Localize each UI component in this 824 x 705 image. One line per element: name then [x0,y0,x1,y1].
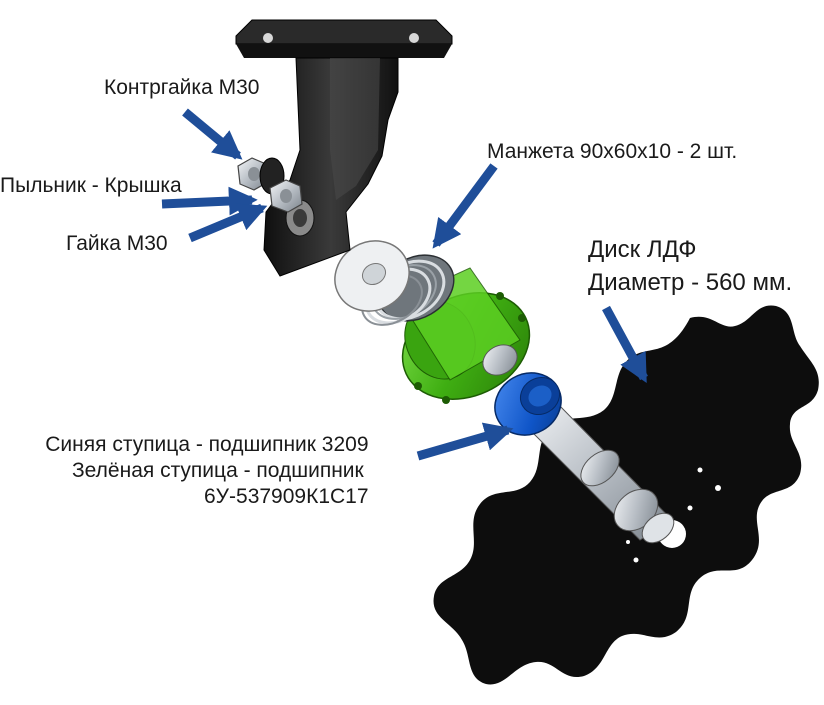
callout-arrows [161,108,648,461]
arrow-icon [188,203,268,243]
nut-m30 [269,179,303,213]
disc-bolt-hole [633,557,639,563]
disc-bolt-hole [697,467,703,473]
label-green-hub: Зелёная ступица - подшипник [72,459,364,482]
label-disc-name: Диск ЛДФ [588,236,697,263]
label-hubs: Синяя ступица - подшипник 3209 Зелёная с… [38,432,369,510]
label-counter-nut: Контргайка М30 [104,76,260,99]
disc-bolt-hole [626,540,630,544]
mounting-bracket [235,19,453,277]
label-disc: Диск ЛДФ Диаметр - 560 мм. [588,233,792,299]
arrow-icon [182,108,243,160]
label-disc-diameter: Диаметр - 560 мм. [588,269,793,296]
blue-hub [494,372,562,436]
label-nut: Гайка М30 [66,232,168,255]
label-cuff: Манжета 90x60x10 - 2 шт. [487,140,738,163]
arrow-icon [602,305,648,384]
label-green-hub-bearing: 6У-537909К1С17 [204,485,369,508]
label-dust-cover: Пыльник - Крышка [0,174,182,197]
axle-shaft [519,401,675,544]
disc-bolt-hole [687,505,693,511]
label-blue-hub: Синяя ступица - подшипник 3209 [45,433,369,456]
arrow-icon [161,186,258,216]
counter-nut-m30 [237,157,285,195]
dust-cover-washer [334,240,410,312]
disc-bolt-hole [715,485,721,491]
arrow-icon [432,163,498,249]
arrow-icon [416,422,514,461]
